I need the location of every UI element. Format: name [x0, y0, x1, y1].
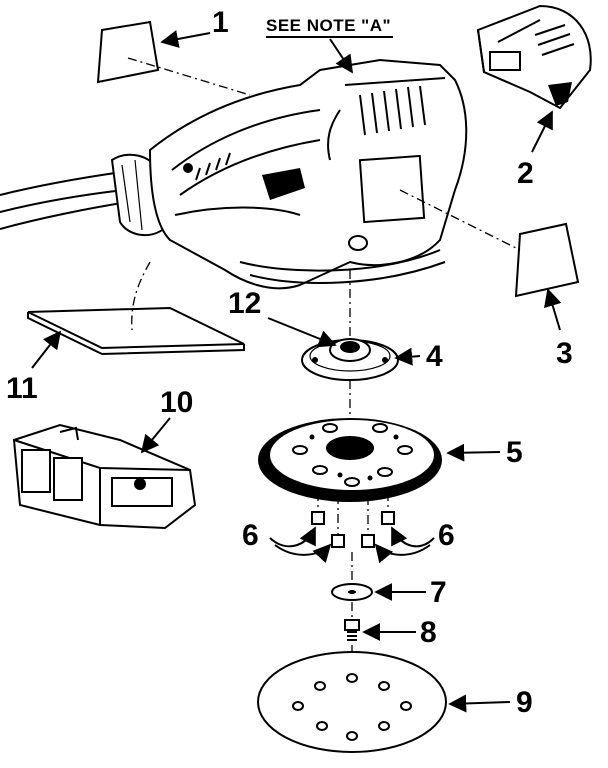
callout-12: 12: [228, 287, 261, 320]
part-7-washer: [331, 552, 426, 601]
callout-8: 8: [420, 616, 437, 649]
sander-body: [0, 58, 468, 290]
part-9-sanding-disc: [257, 645, 511, 753]
callout-11: 11: [6, 372, 38, 405]
part-10-dust-canister: [12, 417, 197, 530]
part-8-screw: [344, 602, 416, 641]
callout-4: 4: [426, 340, 443, 373]
part-3-label-sheet: [399, 189, 580, 331]
callout-7: 7: [430, 576, 447, 609]
part-4-hub: [267, 270, 421, 381]
callout-3: 3: [556, 337, 573, 370]
callout-9: 9: [516, 686, 533, 719]
callout-10: 10: [160, 386, 193, 419]
part-2-dust-cover: [476, 4, 592, 153]
note-leader: [329, 38, 353, 74]
callout-5: 5: [506, 436, 523, 469]
part-11-filter-pad: [27, 261, 245, 369]
callout-2: 2: [517, 157, 534, 190]
callout-6-left: 6: [242, 519, 259, 552]
part-1-label-sheet: [96, 20, 251, 96]
part-6-screws: [269, 492, 435, 564]
see-note-label: SEE NOTE "A": [266, 16, 391, 35]
callout-6-right: 6: [438, 519, 455, 552]
part-5-backing-pad: [258, 380, 501, 502]
callout-1: 1: [212, 6, 229, 39]
